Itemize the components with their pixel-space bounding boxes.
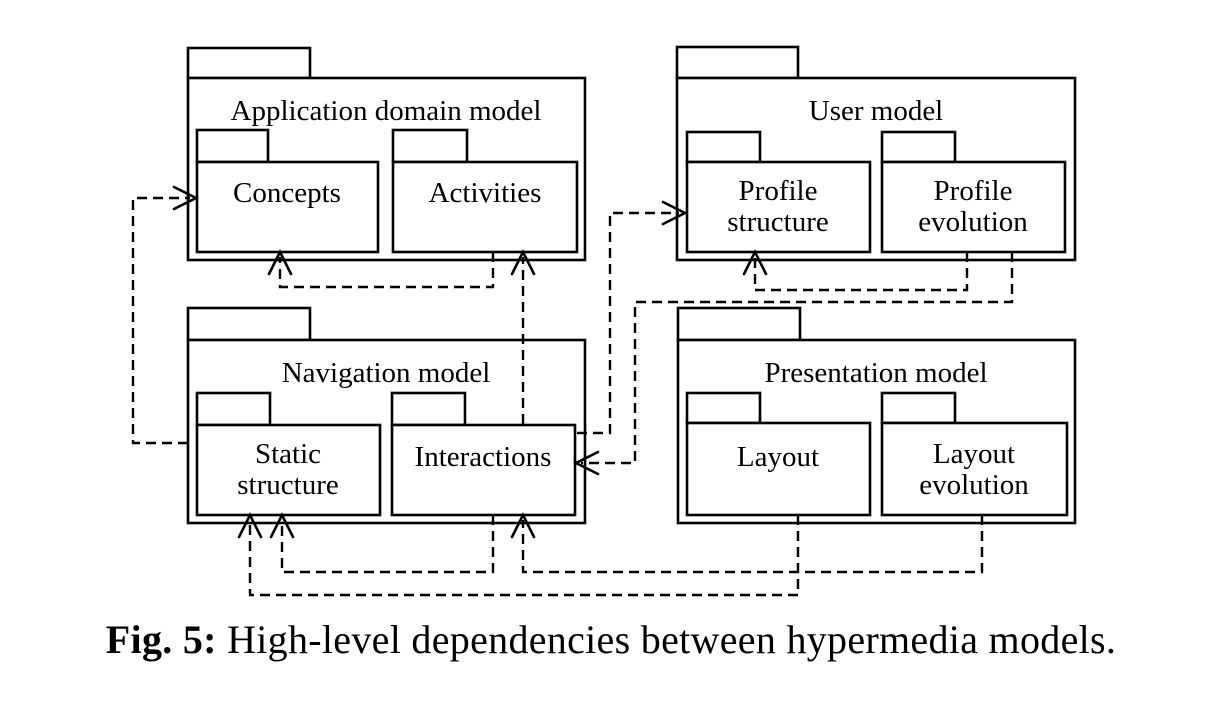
subpackage-label-line2: structure (727, 206, 828, 238)
dependency-line (581, 252, 1014, 465)
subpackage-label: Interactions (415, 441, 552, 473)
package-title: Navigation model (282, 357, 491, 389)
subpackage-label-line2: evolution (918, 206, 1028, 238)
dependency-arrowhead (742, 249, 768, 276)
dependency-profile-evolution-to-interactions (573, 252, 1014, 476)
dependency-line (248, 515, 800, 597)
package-application-domain-model: Application domain model Concepts Activi… (186, 46, 587, 262)
subpackage-tab (195, 128, 270, 164)
package-title: Application domain model (231, 95, 542, 127)
dependency-interactions-to-activities (510, 249, 536, 424)
dependency-activities-to-concepts (267, 249, 495, 289)
package-presentation-model: Presentation model Layout Layout evoluti… (676, 306, 1077, 525)
package-navigation-model: Navigation model Static structure Intera… (186, 306, 587, 525)
dependency-line (278, 252, 495, 289)
dependency-interactions-to-static-structure (269, 512, 495, 574)
dependency-static-structure-to-concepts (131, 185, 199, 445)
subpackage-layout: Layout (685, 391, 872, 517)
subpackage-label-line1: Profile (739, 175, 818, 207)
dependency-arrowhead (172, 185, 199, 211)
subpackage-label-line1: Static (255, 438, 321, 470)
dependency-interactions-to-profile-structure (577, 200, 688, 435)
subpackage-layout-evolution: Layout evolution (880, 391, 1069, 517)
subpackage-label-line1: Layout (933, 438, 1015, 470)
subpackage-body (880, 160, 1067, 254)
dependency-line (753, 252, 969, 292)
subpackage-body (685, 160, 872, 254)
subpackage-concepts: Concepts (195, 128, 380, 254)
dependency-arrowhead (510, 512, 536, 539)
subpackage-interactions: Interactions (390, 391, 577, 517)
subpackage-activities: Activities (391, 128, 579, 254)
subpackage-label-line2: evolution (919, 469, 1029, 501)
package-tab (676, 306, 802, 342)
subpackage-profile-structure: Profile structure (685, 130, 872, 254)
figure-caption-label: Fig. 5: (105, 617, 217, 662)
subpackage-body (195, 423, 382, 517)
subpackage-body (685, 421, 872, 517)
subpackage-tab (195, 391, 272, 427)
dependency-line (577, 211, 679, 435)
subpackage-tab (390, 391, 467, 427)
subpackage-body (195, 160, 380, 254)
subpackage-profile-evolution: Profile evolution (880, 130, 1067, 254)
subpackage-label: Concepts (233, 177, 341, 209)
package-title: User model (809, 95, 944, 127)
package-tab (186, 306, 312, 342)
dependency-line (280, 515, 495, 574)
dependency-layout-evolution-to-interactions (510, 512, 984, 574)
subpackage-tab (685, 391, 762, 425)
subpackage-tab (391, 128, 469, 164)
package-user-model: User model Profile structure Profile evo… (675, 45, 1077, 262)
subpackage-label-line2: structure (237, 469, 338, 501)
dependency-line (131, 196, 190, 445)
subpackage-label: Activities (429, 177, 542, 209)
dependency-arrowhead (510, 249, 536, 276)
figure-caption: Fig. 5: High-level dependencies between … (0, 620, 1222, 660)
dependency-layout-to-static-structure (237, 512, 800, 597)
dependency-arrowhead (661, 200, 688, 226)
subpackage-body (390, 423, 577, 517)
dependency-arrowhead (573, 450, 600, 476)
dependency-arrowhead (269, 512, 295, 539)
subpackage-tab (685, 130, 762, 164)
subpackage-label-line1: Profile (934, 175, 1013, 207)
subpackage-static-structure: Static structure (195, 391, 382, 517)
dependency-arrowhead (267, 249, 293, 276)
subpackage-body (880, 421, 1069, 517)
subpackage-body (391, 160, 579, 254)
figure-caption-text: High-level dependencies between hypermed… (227, 617, 1117, 662)
package-tab (186, 46, 312, 80)
subpackage-tab (880, 130, 957, 164)
dependency-profile-evolution-to-profile-structure (742, 249, 969, 292)
package-tab (675, 45, 800, 80)
dependency-arrowhead (237, 512, 263, 539)
package-title: Presentation model (764, 357, 987, 389)
subpackage-label: Layout (737, 441, 819, 473)
subpackage-tab (880, 391, 957, 425)
